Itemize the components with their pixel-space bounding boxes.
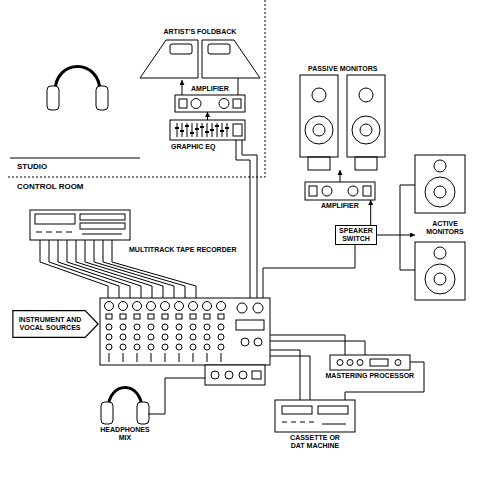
signal-connector (182, 80, 183, 95)
sources-arrow: INSTRUMENT AND VOCAL SOURCES (12, 310, 99, 338)
headphones: HEADPHONES MIX (100, 382, 150, 424)
equipment-label: PASSIVE MONITORS (307, 65, 378, 73)
cassette-dat: CASSETTE OR DAT MACHINE (275, 400, 355, 432)
equipment-label: ARTIST'S FOLDBACK (163, 28, 238, 36)
signal-connector (207, 112, 208, 120)
equipment-label: INSTRUMENT AND VOCAL SOURCES (16, 316, 84, 332)
room-label: STUDIO (16, 162, 48, 171)
equipment-label: CASSETTE OR DAT MACHINE (285, 434, 345, 450)
amplifier: AMPLIFIER (305, 182, 375, 200)
signal-connector (377, 235, 415, 236)
passive-monitors: PASSIVE MONITORS (300, 75, 385, 170)
equipment-label: GRAPHIC EQ (170, 143, 216, 151)
signal-connector (340, 170, 341, 182)
equipment-label: AMPLIFIER (320, 202, 360, 210)
equipment-label: HEADPHONES MIX (97, 426, 153, 442)
equipment-label: MASTERING PROCESSOR (325, 372, 416, 380)
mastering-processor: MASTERING PROCESSOR (330, 355, 410, 370)
equipment-label: MULTITRACK TAPE RECORDER (128, 246, 237, 254)
foldback-speakers: ARTIST'S FOLDBACK (140, 38, 260, 80)
signal-connector (370, 200, 371, 225)
equipment-label: AMPLIFIER (190, 85, 230, 93)
amplifier: AMPLIFIER (175, 95, 245, 112)
equipment-label: ACTIVE MONITORS (422, 220, 468, 236)
equipment-label: SPEAKER SWITCH (337, 227, 375, 243)
speaker-switch: SPEAKER SWITCH (335, 225, 377, 245)
room-label: CONTROL ROOM (16, 182, 85, 191)
active-monitors: ACTIVE MONITORS (415, 155, 475, 300)
multitrack-recorder: MULTITRACK TAPE RECORDER (30, 210, 130, 240)
graphic-eq: GRAPHIC EQ (170, 120, 245, 140)
